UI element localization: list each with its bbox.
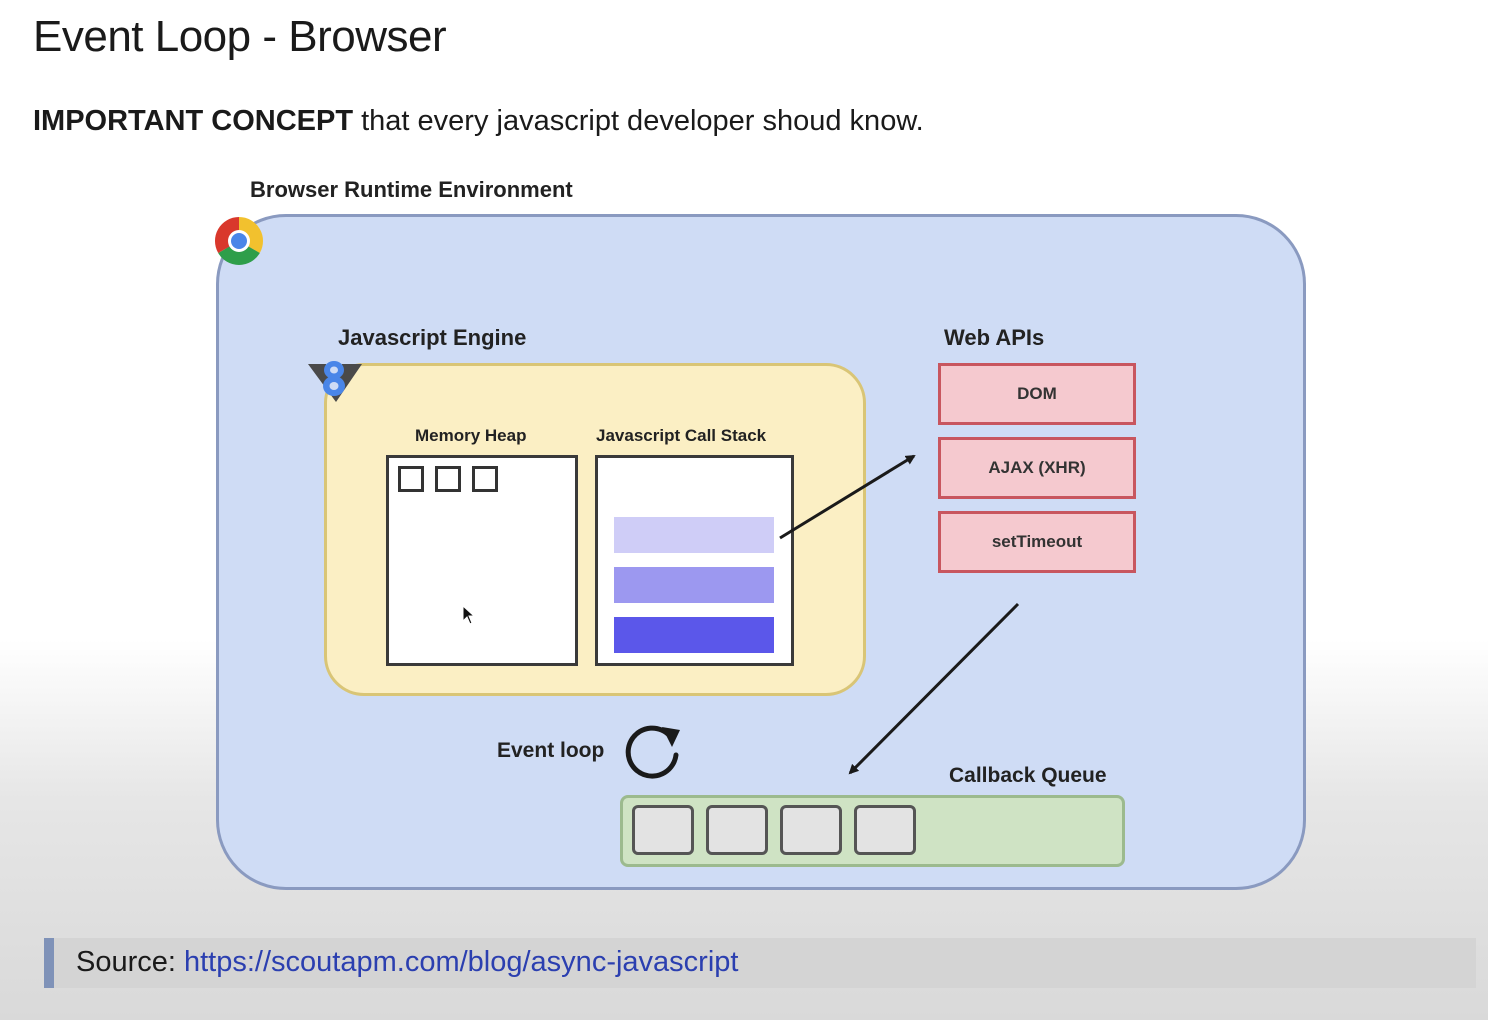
event-loop-label: Event loop — [497, 739, 605, 762]
heap-object — [435, 466, 461, 492]
subtitle-emphasis: IMPORTANT CONCEPT — [33, 105, 354, 137]
page-title: Event Loop - Browser — [33, 12, 447, 61]
engine-label: Javascript Engine — [338, 325, 527, 350]
source-bar — [44, 938, 1476, 988]
callback-queue-label: Callback Queue — [949, 764, 1107, 787]
heap-object — [472, 466, 498, 492]
web-apis-label: Web APIs — [944, 325, 1045, 350]
stack-frame — [614, 567, 774, 603]
event-loop-cycle-icon — [625, 725, 680, 779]
runtime-label: Browser Runtime Environment — [250, 177, 573, 202]
call-stack-label: Javascript Call Stack — [596, 426, 767, 445]
chrome-logo-icon — [214, 217, 264, 266]
web-api-settimeout: setTimeout — [938, 511, 1136, 573]
queue-slot — [780, 805, 842, 855]
stack-frame — [614, 617, 774, 653]
source-line: Source: https://scoutapm.com/blog/async-… — [76, 946, 738, 979]
web-api-dom: DOM — [938, 363, 1136, 425]
memory-heap-label: Memory Heap — [415, 426, 527, 445]
subtitle: IMPORTANT CONCEPT that every javascript … — [33, 105, 924, 138]
stack-frame — [614, 517, 774, 553]
web-api-ajax: AJAX (XHR) — [938, 437, 1136, 499]
source-prefix: Source: — [76, 946, 184, 978]
queue-slot — [706, 805, 768, 855]
v8-engine-logo-icon — [308, 361, 362, 402]
queue-slot — [632, 805, 694, 855]
source-link[interactable]: https://scoutapm.com/blog/async-javascri… — [184, 946, 739, 978]
subtitle-text: that every javascript developer shoud kn… — [353, 105, 924, 137]
queue-slot — [854, 805, 916, 855]
mouse-cursor-icon — [462, 605, 476, 625]
heap-object — [398, 466, 424, 492]
